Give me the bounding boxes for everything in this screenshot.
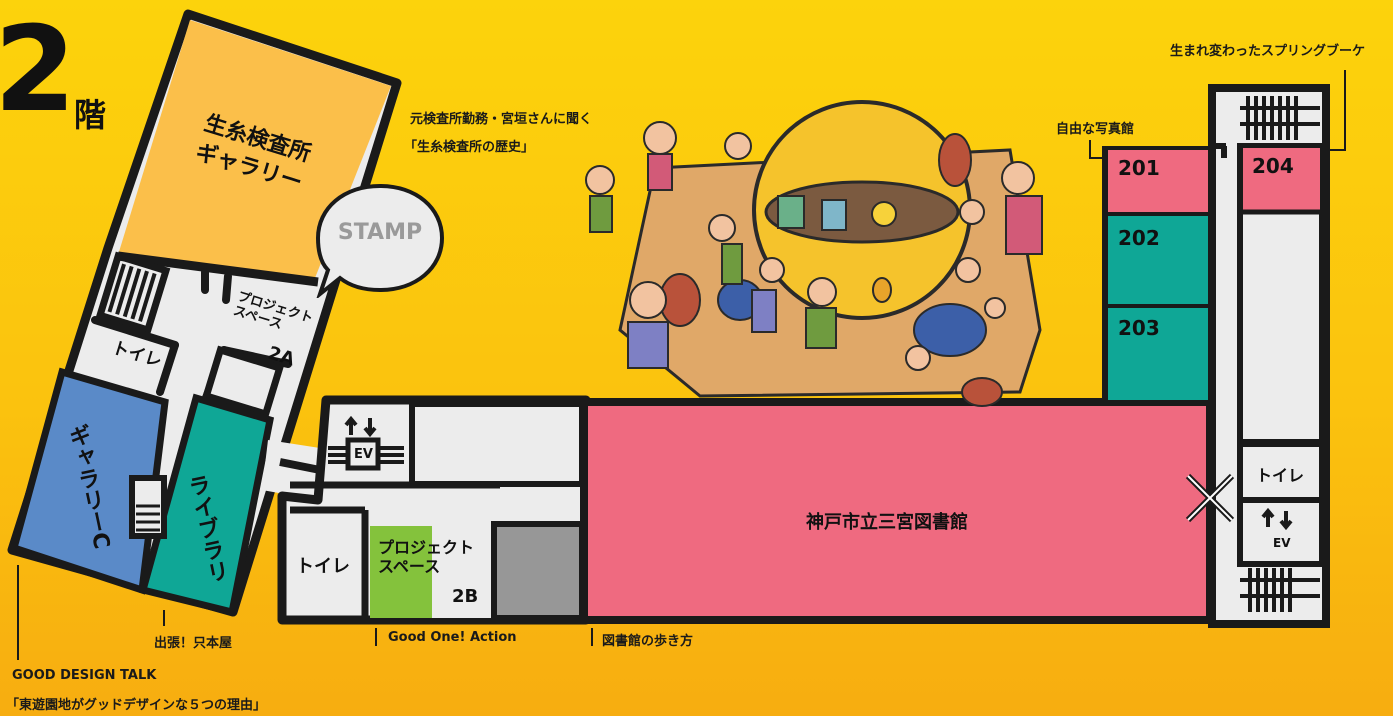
stamp-bubble[interactable]: STAMP [314,182,446,298]
toilet-right-label: トイレ [1256,466,1305,485]
stairs-right-bottom [1240,568,1320,612]
room-202-label: 202 [1118,226,1160,250]
library-walk-caption[interactable]: 図書館の歩き方 [602,634,694,649]
history-talk-caption-1[interactable]: 元検査所勤務・宮垣さんに聞く [410,112,593,127]
project-space-2b-label: プロジェクト スペース [378,538,475,576]
stairs-left [95,251,171,335]
good-one-caption[interactable]: Good One! Action [388,630,517,645]
library-main-room[interactable] [580,398,1214,624]
floor-number: 2 [0,0,76,138]
stairs-right-top [1240,96,1320,140]
project-space-2b[interactable] [370,526,432,618]
elevator-right-icon [1261,507,1293,531]
library-main-label: 神戸市立三宮図書館 [806,512,968,533]
room-203-label: 203 [1118,316,1160,340]
history-talk-caption-2[interactable]: 「生糸検査所の歴史」 [404,140,535,155]
room-203[interactable] [1108,308,1210,400]
floor-label: 階 [74,96,107,134]
stamp-label: STAMP [337,220,423,245]
toilet-mid-label: トイレ [296,556,350,577]
room-204[interactable] [1243,148,1320,212]
room-201[interactable] [1108,150,1210,212]
design-talk-caption-2[interactable]: 「東遊園地がグッドデザインな５つの理由」 [6,698,267,713]
design-talk-caption-1[interactable]: GOOD DESIGN TALK [12,668,157,683]
bookstore-caption[interactable]: 出張！只本屋 [154,636,233,651]
ev-left-label: EV [354,447,373,462]
room-201-label: 201 [1118,156,1160,180]
storage-gray [491,521,585,621]
reading-area-illustration [585,100,1043,407]
room-202[interactable] [1108,216,1210,304]
project-space-2b-code: 2B [452,586,479,607]
photo-studio-caption[interactable]: 自由な写真館 [1056,122,1135,137]
spring-bouquet-caption[interactable]: 生まれ変わったスプリングブーケ [1170,44,1366,59]
elevator-left-icon [328,415,404,471]
ev-right-label: EV [1273,536,1291,550]
room-204-label: 204 [1252,154,1294,178]
